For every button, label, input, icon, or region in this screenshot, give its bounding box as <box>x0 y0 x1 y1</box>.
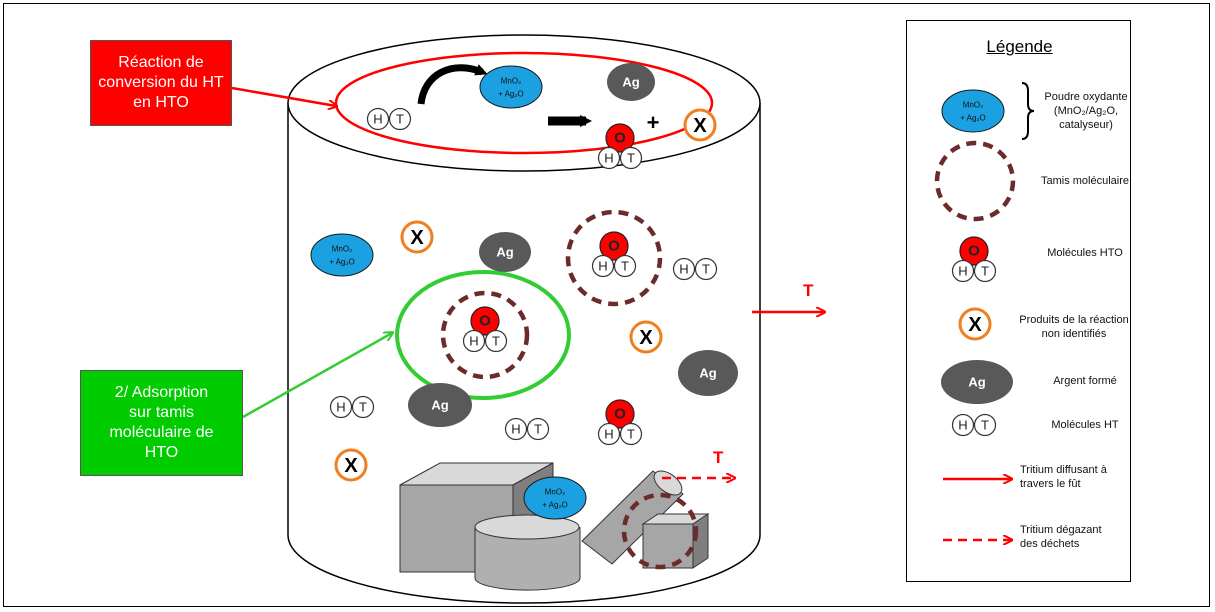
reaction-product-icon: X <box>683 108 717 142</box>
arrows <box>231 64 1035 540</box>
legend-box: Légende <box>906 20 1131 582</box>
svg-text:Ag: Ag <box>496 245 513 260</box>
svg-text:T: T <box>396 112 404 127</box>
svg-text:Ag: Ag <box>699 366 716 381</box>
svg-text:MnO₂: MnO₂ <box>501 77 521 86</box>
svg-text:T: T <box>492 334 500 349</box>
svg-text:O: O <box>614 406 626 423</box>
svg-text:H: H <box>679 262 688 277</box>
legend-label-oxidizing-powder: Poudre oxydante (MnO₂/Ag₂O, catalyseur) <box>1044 91 1128 131</box>
oxidizing-powder: MnO₂ + Ag₂O <box>941 89 1005 133</box>
svg-text:T: T <box>627 151 635 166</box>
silver-particle: Ag <box>479 232 531 272</box>
molecular-sieve-icon <box>934 140 1016 222</box>
oxidizing-powder: MnO₂ + Ag₂O <box>523 476 587 520</box>
svg-text:+ Ag₂O: + Ag₂O <box>960 114 986 123</box>
svg-text:T: T <box>359 400 367 415</box>
reaction-product-icon: X <box>334 448 368 482</box>
svg-text:Ag: Ag <box>622 75 639 90</box>
reaction-product-icon: X <box>400 220 434 254</box>
oxidizing-powder: MnO₂ + Ag₂O <box>479 65 543 109</box>
tritium-label: T <box>803 281 814 300</box>
legend-label-molecular-sieve: Tamis moléculaire <box>1040 175 1130 187</box>
svg-text:H: H <box>511 422 520 437</box>
svg-text:MnO₂: MnO₂ <box>332 245 352 254</box>
reaction-curved-arrow <box>417 64 488 105</box>
svg-text:MnO₂: MnO₂ <box>963 101 983 110</box>
svg-text:Ag: Ag <box>968 375 985 390</box>
svg-text:O: O <box>968 243 980 260</box>
svg-text:H: H <box>373 112 382 127</box>
waste-objects <box>399 462 710 591</box>
molecular-sieve-icon <box>565 209 663 307</box>
figure-frame <box>3 3 1210 607</box>
reaction-callout-arrow <box>231 86 336 106</box>
legend-label-tritium-diffusion: Tritium diffusant à travers le fût <box>1020 464 1107 490</box>
svg-text:T: T <box>981 264 989 279</box>
svg-text:H: H <box>336 400 345 415</box>
plus-sign: + <box>647 110 660 135</box>
legend-title: Légende <box>986 37 1053 56</box>
svg-text:+ Ag₂O: + Ag₂O <box>329 258 355 267</box>
svg-text:H: H <box>604 151 613 166</box>
svg-text:T: T <box>702 262 710 277</box>
silver-particle: Ag <box>607 63 655 101</box>
svg-text:X: X <box>344 455 358 477</box>
silver-particle: Ag <box>678 350 738 396</box>
svg-text:T: T <box>534 422 542 437</box>
legend-label-products: Produits de la réaction non identifiés <box>1019 314 1129 340</box>
legend-label-silver: Argent formé <box>1053 375 1117 387</box>
svg-text:X: X <box>968 314 982 336</box>
svg-text:T: T <box>981 418 989 433</box>
silver-particle: Ag <box>408 383 472 427</box>
svg-text:X: X <box>693 115 707 137</box>
svg-text:O: O <box>608 238 620 255</box>
svg-text:H: H <box>958 264 967 279</box>
svg-text:MnO₂: MnO₂ <box>545 488 565 497</box>
svg-text:H: H <box>958 418 967 433</box>
molecular-sieve-icon <box>621 492 699 570</box>
svg-text:H: H <box>598 259 607 274</box>
reaction-callout: Réaction de conversion du HT en HTO <box>90 40 232 126</box>
adsorption-callout: 2/ Adsorption sur tamis moléculaire de H… <box>80 370 243 476</box>
svg-text:X: X <box>410 227 424 249</box>
tritium-label: T <box>713 448 724 467</box>
svg-text:T: T <box>621 259 629 274</box>
svg-text:H: H <box>469 334 478 349</box>
svg-text:T: T <box>627 427 635 442</box>
reaction-product-icon: X <box>629 320 663 354</box>
svg-text:O: O <box>614 130 626 147</box>
oxidizing-powder: MnO₂ + Ag₂O <box>310 233 374 277</box>
silver-particle: Ag <box>941 360 1013 404</box>
svg-text:+ Ag₂O: + Ag₂O <box>542 501 568 510</box>
legend-brace <box>1021 82 1035 140</box>
svg-text:Ag: Ag <box>431 398 448 413</box>
molecular-sieves <box>440 140 1016 570</box>
svg-text:+ Ag₂O: + Ag₂O <box>498 90 524 99</box>
reaction-product-icon: X <box>958 307 992 341</box>
molecular-sieve-icon <box>440 290 530 380</box>
svg-text:H: H <box>604 427 613 442</box>
adsorption-highlight-ring <box>395 270 571 400</box>
legend-label-tritium-outgassing: Tritium dégazant des déchets <box>1020 524 1102 550</box>
adsorption-callout-arrow <box>242 333 392 419</box>
svg-text:X: X <box>639 327 653 349</box>
legend-label-hto: Molécules HTO <box>1047 247 1123 259</box>
legend-label-ht: Molécules HT <box>1051 419 1119 431</box>
svg-text:O: O <box>479 313 491 330</box>
